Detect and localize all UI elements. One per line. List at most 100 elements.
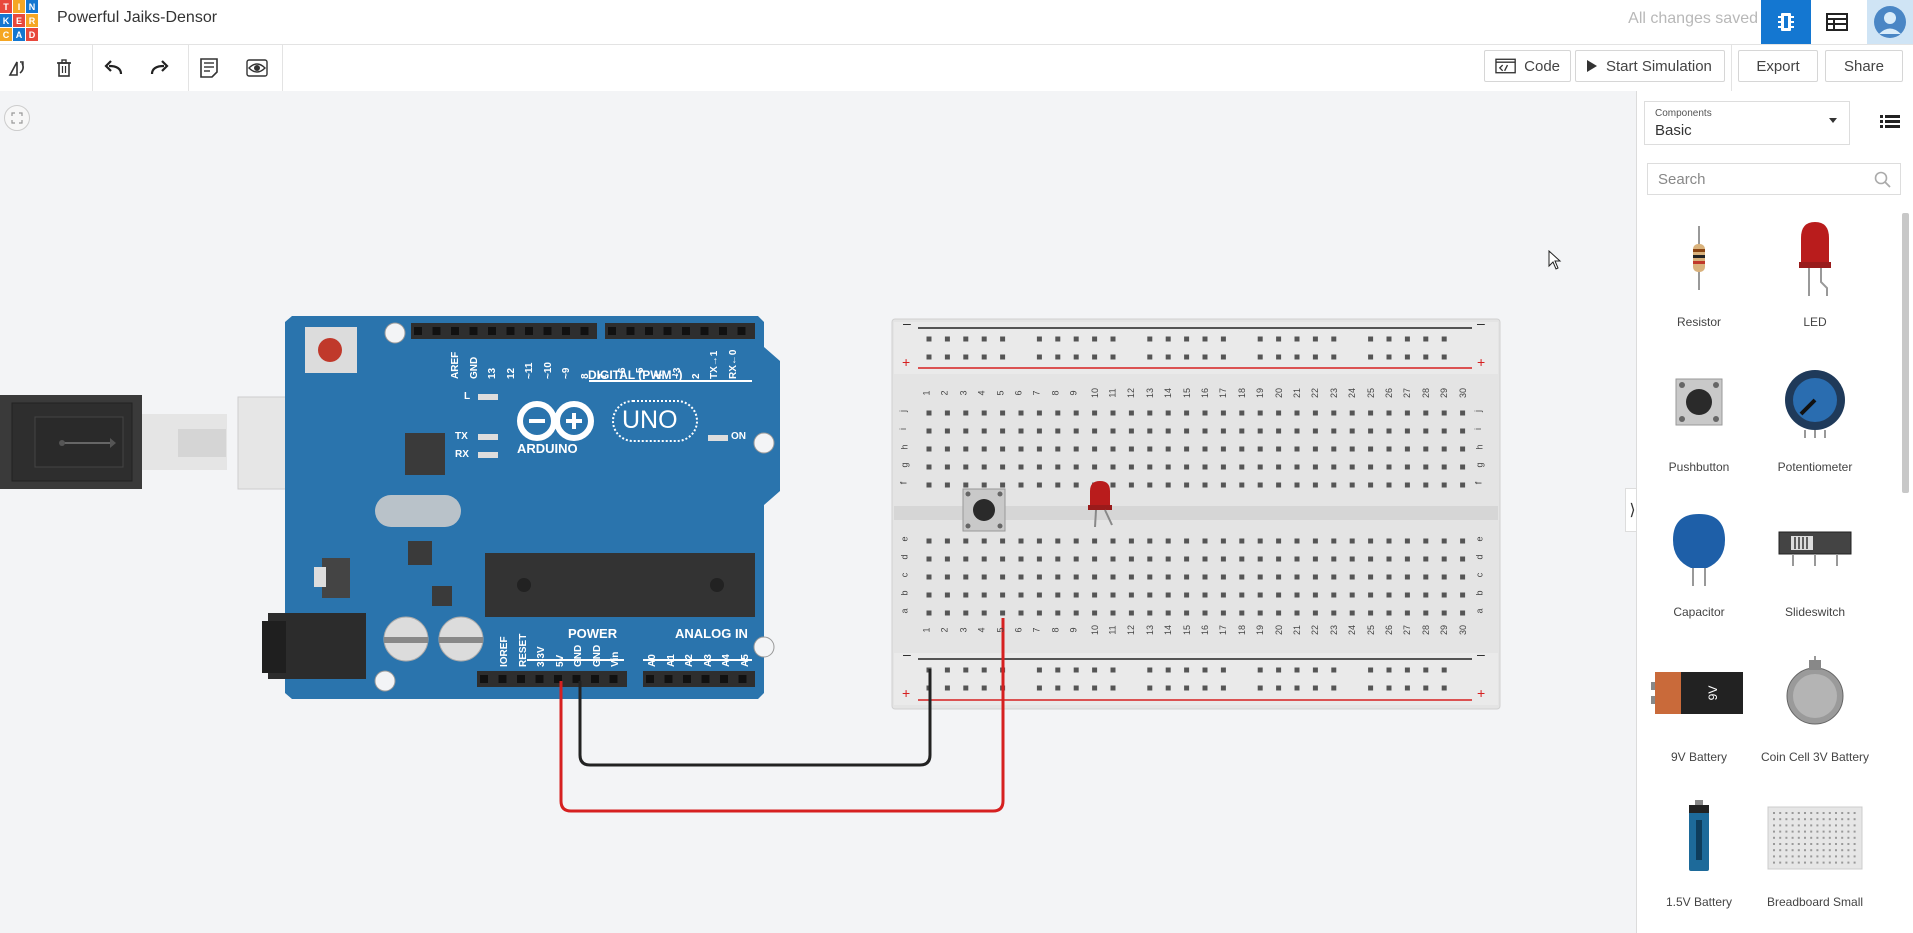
breadboard-hole[interactable] xyxy=(1312,685,1318,691)
breadboard-hole[interactable] xyxy=(1092,446,1098,452)
fit-view-button[interactable] xyxy=(4,105,30,131)
breadboard-hole[interactable] xyxy=(1110,556,1116,562)
breadboard-hole[interactable] xyxy=(944,685,950,691)
header-pin[interactable] xyxy=(498,675,507,683)
breadboard-hole[interactable] xyxy=(1110,354,1116,360)
breadboard-hole[interactable] xyxy=(1423,482,1429,488)
breadboard-hole[interactable] xyxy=(1239,446,1245,452)
breadboard-hole[interactable] xyxy=(1128,574,1134,580)
breadboard-hole[interactable] xyxy=(944,410,950,416)
header-pin[interactable] xyxy=(591,675,599,683)
breadboard-hole[interactable] xyxy=(1331,667,1337,673)
breadboard-hole[interactable] xyxy=(1276,354,1282,360)
breadboard-hole[interactable] xyxy=(963,592,969,598)
breadboard-hole[interactable] xyxy=(1202,410,1208,416)
breadboard-hole[interactable] xyxy=(1165,592,1171,598)
breadboard-hole[interactable] xyxy=(1055,556,1061,562)
breadboard-hole[interactable] xyxy=(1294,446,1300,452)
header-pin[interactable] xyxy=(451,327,459,335)
breadboard-hole[interactable] xyxy=(1220,592,1226,598)
breadboard-hole[interactable] xyxy=(1368,410,1374,416)
breadboard-hole[interactable] xyxy=(1294,464,1300,470)
breadboard-hole[interactable] xyxy=(1055,538,1061,544)
breadboard-hole[interactable] xyxy=(1386,574,1392,580)
header-pin[interactable] xyxy=(683,675,691,683)
breadboard-hole[interactable] xyxy=(1423,428,1429,434)
panel-collapse-button[interactable]: ⟩ xyxy=(1625,488,1639,532)
breadboard-hole[interactable] xyxy=(1220,354,1226,360)
breadboard-hole[interactable] xyxy=(1036,464,1042,470)
breadboard-hole[interactable] xyxy=(1386,610,1392,616)
breadboard-hole[interactable] xyxy=(1331,336,1337,342)
breadboard-hole[interactable] xyxy=(1110,538,1116,544)
breadboard-hole[interactable] xyxy=(1312,592,1318,598)
breadboard-hole[interactable] xyxy=(1220,610,1226,616)
breadboard-hole[interactable] xyxy=(1294,482,1300,488)
header-pin[interactable] xyxy=(682,327,690,335)
breadboard-hole[interactable] xyxy=(1220,410,1226,416)
panel-scrollbar[interactable] xyxy=(1899,199,1910,927)
breadboard-hole[interactable] xyxy=(1460,464,1466,470)
breadboard-hole[interactable] xyxy=(1294,592,1300,598)
breadboard-hole[interactable] xyxy=(1036,354,1042,360)
breadboard-hole[interactable] xyxy=(1257,556,1263,562)
breadboard-hole[interactable] xyxy=(1404,610,1410,616)
breadboard-hole[interactable] xyxy=(1018,482,1024,488)
breadboard-hole[interactable] xyxy=(1441,574,1447,580)
breadboard-hole[interactable] xyxy=(963,410,969,416)
breadboard-hole[interactable] xyxy=(1294,428,1300,434)
breadboard-hole[interactable] xyxy=(1423,446,1429,452)
breadboard-hole[interactable] xyxy=(1239,482,1245,488)
project-title[interactable]: Powerful Jaiks-Densor xyxy=(57,9,218,26)
components-category-select[interactable]: Components Basic xyxy=(1644,101,1850,145)
breadboard-hole[interactable] xyxy=(1036,610,1042,616)
breadboard-hole[interactable] xyxy=(926,592,932,598)
breadboard-hole[interactable] xyxy=(1331,410,1337,416)
breadboard-hole[interactable] xyxy=(1404,685,1410,691)
breadboard-hole[interactable] xyxy=(1257,446,1263,452)
breadboard-hole[interactable] xyxy=(1110,482,1116,488)
breadboard-hole[interactable] xyxy=(1257,574,1263,580)
breadboard-hole[interactable] xyxy=(1220,482,1226,488)
breadboard[interactable] xyxy=(891,318,1501,710)
delete-button[interactable] xyxy=(46,51,82,85)
breadboard-hole[interactable] xyxy=(1460,482,1466,488)
breadboard-hole[interactable] xyxy=(981,667,987,673)
breadboard-hole[interactable] xyxy=(1423,354,1429,360)
breadboard-hole[interactable] xyxy=(1441,446,1447,452)
breadboard-hole[interactable] xyxy=(1073,428,1079,434)
component-item[interactable]: Capacitor xyxy=(1640,493,1758,633)
breadboard-hole[interactable] xyxy=(926,354,932,360)
breadboard-hole[interactable] xyxy=(1460,428,1466,434)
breadboard-hole[interactable] xyxy=(1331,354,1337,360)
breadboard-hole[interactable] xyxy=(1055,685,1061,691)
breadboard-hole[interactable] xyxy=(1423,464,1429,470)
breadboard-hole[interactable] xyxy=(1128,446,1134,452)
breadboard-hole[interactable] xyxy=(1018,446,1024,452)
breadboard-hole[interactable] xyxy=(1165,667,1171,673)
breadboard-hole[interactable] xyxy=(1460,446,1466,452)
breadboard-hole[interactable] xyxy=(1128,428,1134,434)
breadboard-hole[interactable] xyxy=(1184,667,1190,673)
breadboard-hole[interactable] xyxy=(1202,685,1208,691)
header-pin[interactable] xyxy=(646,675,654,683)
breadboard-hole[interactable] xyxy=(1349,538,1355,544)
breadboard-hole[interactable] xyxy=(1294,410,1300,416)
breadboard-hole[interactable] xyxy=(1423,538,1429,544)
breadboard-hole[interactable] xyxy=(1386,556,1392,562)
breadboard-hole[interactable] xyxy=(1073,482,1079,488)
breadboard-hole[interactable] xyxy=(1294,354,1300,360)
breadboard-hole[interactable] xyxy=(1147,574,1153,580)
breadboard-hole[interactable] xyxy=(1386,336,1392,342)
header-pin[interactable] xyxy=(719,327,727,335)
breadboard-hole[interactable] xyxy=(1055,336,1061,342)
breadboard-hole[interactable] xyxy=(1128,410,1134,416)
breadboard-hole[interactable] xyxy=(944,556,950,562)
breadboard-hole[interactable] xyxy=(1276,574,1282,580)
breadboard-hole[interactable] xyxy=(1092,592,1098,598)
breadboard-hole[interactable] xyxy=(1460,410,1466,416)
breadboard-hole[interactable] xyxy=(1110,410,1116,416)
breadboard-hole[interactable] xyxy=(1128,464,1134,470)
arduino-uno-board[interactable] xyxy=(262,316,780,699)
breadboard-hole[interactable] xyxy=(1055,667,1061,673)
